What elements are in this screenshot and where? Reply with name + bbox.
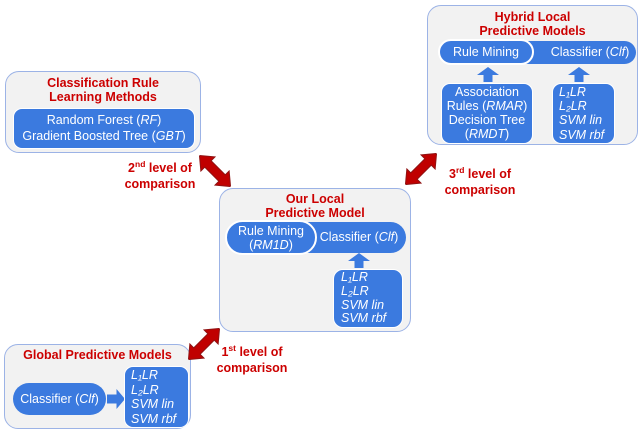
classifier-item: L₁LR <box>341 270 368 284</box>
classifier-item: L₁LR <box>559 85 586 99</box>
global-classifier-pill: Classifier (Clf) <box>13 383 106 415</box>
classifier-label: Classifier (Clf) <box>319 230 399 244</box>
classifier-item: L₂LR <box>131 382 159 397</box>
ensemble-methods-box: Random Forest (RF) Gradient Boosted Tree… <box>13 108 195 149</box>
mining-method-label: Decision Tree <box>448 113 526 127</box>
right-arrow-icon <box>107 389 125 409</box>
comparison-arrow-level1-icon <box>181 321 228 368</box>
classification-rule-title: Classification Rule Learning Methods <box>47 76 159 104</box>
comparison-arrow-level2-icon <box>192 148 239 195</box>
up-arrow-icon <box>568 67 590 82</box>
global-models-box: Global Predictive Models Classifier (Clf… <box>4 344 191 429</box>
classifier-item: SVM lin <box>341 297 385 312</box>
global-models-title: Global Predictive Models <box>23 348 172 362</box>
classifier-item: SVM rbf <box>341 311 387 326</box>
global-classifier-list: L₁LR L₂LR SVM lin SVM rbf <box>124 366 189 428</box>
mining-method-label: Association <box>455 85 519 99</box>
classifier-item: SVM rbf <box>559 127 605 142</box>
mining-method-label: Rules (RMAR) <box>446 99 528 113</box>
classifier-label: Classifier (Clf) <box>550 45 630 59</box>
hybrid-models-title: Hybrid Local Predictive Models <box>479 10 586 38</box>
classification-rule-box: Classification Rule Learning Methods Ran… <box>5 71 201 153</box>
rule-mining-label: Rule Mining <box>452 45 519 59</box>
comparison-label-level3: 3rd level of comparison <box>444 165 516 198</box>
classifier-item: SVM lin <box>559 113 603 128</box>
local-classifier-list: L₁LR L₂LR SVM lin SVM rbf <box>333 269 403 328</box>
ensemble-method-label: Gradient Boosted Tree (GBT) <box>22 128 186 143</box>
comparison-label-level2: 2nd level of comparison <box>124 159 196 192</box>
hybrid-rule-mining-pill: Rule Mining <box>438 39 534 65</box>
rule-mining-label: (RM1D) <box>249 237 293 252</box>
classifier-label: Classifier (Clf) <box>20 392 99 406</box>
local-model-title: Our Local Predictive Model <box>265 192 365 220</box>
rule-mining-label: Rule Mining <box>237 224 304 238</box>
up-arrow-icon <box>477 67 499 82</box>
mining-method-label: (RMDT) <box>464 127 510 141</box>
classifier-item: SVM lin <box>131 397 175 412</box>
classifier-item: SVM rbf <box>131 411 177 426</box>
comparison-arrow-level3-icon <box>398 146 445 193</box>
hybrid-mining-methods-box: Association Rules (RMAR) Decision Tree (… <box>441 83 533 144</box>
comparison-label-level1: 1st level of comparison <box>216 343 288 376</box>
local-rule-mining-pill: Rule Mining (RM1D) <box>225 220 317 255</box>
classifier-item: L₁LR <box>131 368 158 382</box>
local-model-box: Our Local Predictive Model Classifier (C… <box>219 188 411 332</box>
classifier-item: L₂LR <box>559 99 587 114</box>
hybrid-classifier-list: L₁LR L₂LR SVM lin SVM rbf <box>552 83 615 144</box>
ensemble-method-label: Random Forest (RF) <box>46 113 162 127</box>
hybrid-models-box: Hybrid Local Predictive Models Classifie… <box>427 5 638 145</box>
up-arrow-icon <box>348 253 370 268</box>
classifier-item: L₂LR <box>341 283 369 298</box>
